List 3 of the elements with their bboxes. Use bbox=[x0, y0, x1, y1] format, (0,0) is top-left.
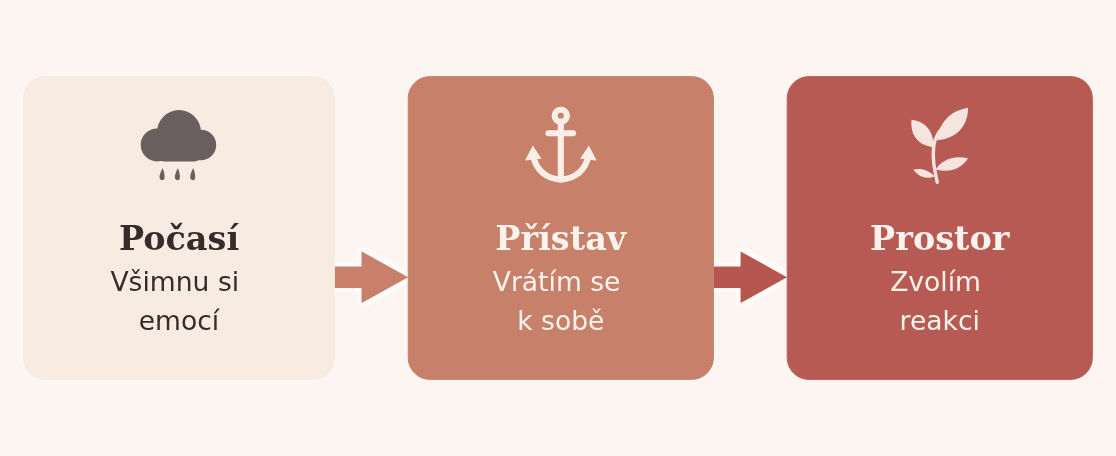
node-box: Prostor Zvolím reakci bbox=[786, 76, 1093, 380]
node-box: Počasí Všimnu si emocí bbox=[23, 76, 335, 380]
node-box: Přístav Vrátím se k sobě bbox=[407, 76, 714, 380]
